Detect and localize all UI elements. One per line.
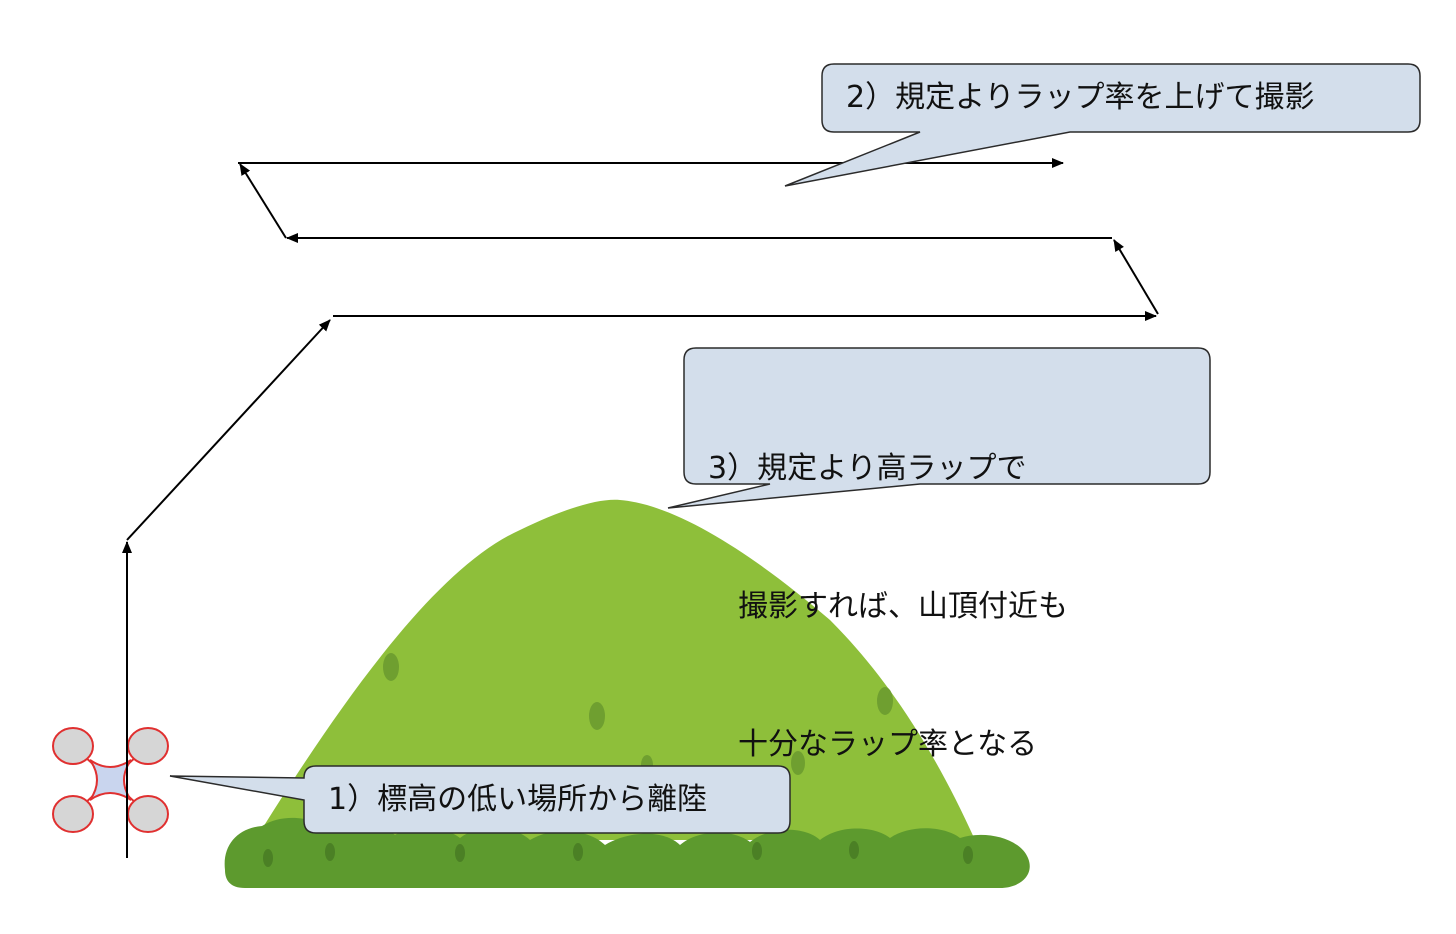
callout-step3-line3: 十分なラップ率となる: [708, 727, 1038, 762]
callout-step3-bubble: [667, 347, 1211, 509]
callout-step2-text: 2）規定よりラップ率を上げて撮影: [846, 80, 1315, 115]
path-turn-2: [239, 163, 287, 239]
callout-step3-line2: 撮影すれば、山頂付近も: [708, 589, 1068, 624]
bushes-icon: [224, 817, 1030, 888]
path-ascent-diagonal: [126, 319, 331, 541]
callout-step1-bubble: [169, 765, 791, 834]
path-turn-1: [1113, 239, 1159, 315]
mountain-icon: [224, 499, 1030, 888]
callout-step1-text: 1）標高の低い場所から離陸: [328, 782, 708, 817]
callout-step3-text: 3）規定より高ラップで 撮影すれば、山頂付近も 十分なラップ率となる: [708, 354, 1068, 860]
quadcopter-drone-icon: [52, 720, 169, 840]
callout-step3-line1: 3）規定より高ラップで: [708, 451, 1027, 486]
callout-step2-bubble: [784, 63, 1421, 187]
